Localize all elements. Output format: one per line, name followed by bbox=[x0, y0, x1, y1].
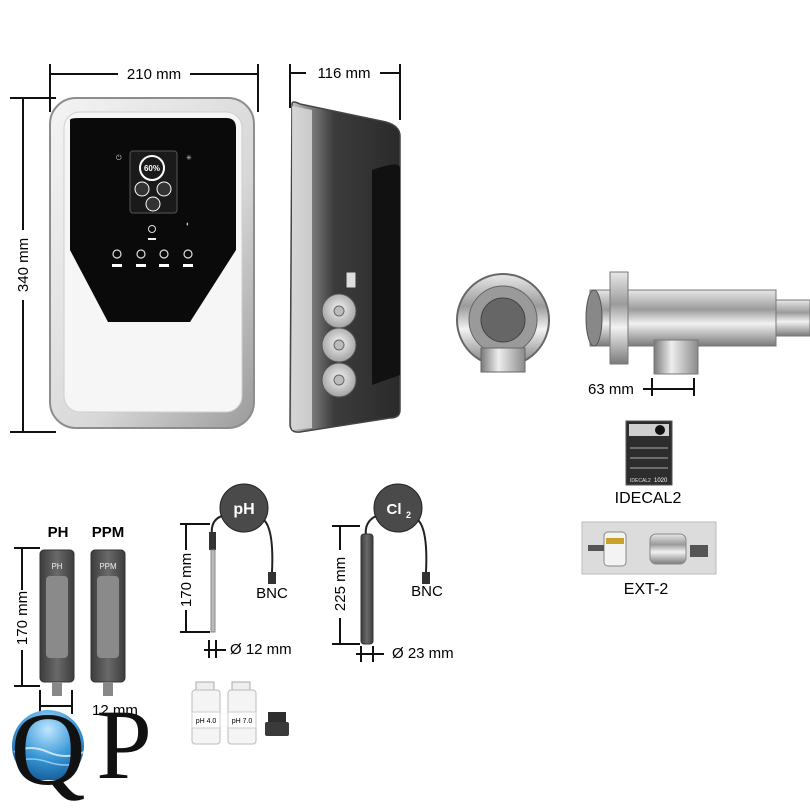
cl-bnc-label: BNC bbox=[411, 583, 443, 600]
front-width-label: 210 mm bbox=[127, 66, 181, 83]
side-recess bbox=[372, 164, 400, 385]
ph-bnc-label: BNC bbox=[256, 585, 288, 602]
ph-badge bbox=[219, 483, 269, 533]
ph-bnc-connector bbox=[268, 572, 276, 584]
electrolysis-cell: 63 mm bbox=[456, 271, 810, 398]
front-black-panel bbox=[70, 118, 236, 322]
cable-glands bbox=[321, 293, 357, 398]
ph-probe-length-label: 170 mm bbox=[178, 553, 195, 607]
logo-letter-q: Q bbox=[10, 692, 85, 807]
cl-probe-length-label: 225 mm bbox=[332, 557, 349, 611]
buffer-ph4-label: pH 4.0 bbox=[196, 718, 217, 725]
height-label: 340 mm bbox=[15, 238, 32, 292]
ph-holder-title: PH bbox=[48, 524, 69, 541]
ph-probe-cap bbox=[209, 532, 216, 550]
side-view: 116 mm bbox=[289, 64, 401, 433]
cl-bnc-connector bbox=[422, 572, 430, 584]
idecal2-screen-value: 1020 bbox=[654, 478, 668, 484]
ph-probe-diameter-label: Ø 12 mm bbox=[230, 641, 292, 658]
holder-width-label: 12 mm bbox=[92, 702, 138, 719]
ph-holder-tag: PH bbox=[51, 562, 62, 571]
buffer-ph7-label: pH 7.0 bbox=[232, 718, 253, 725]
front-button-row bbox=[112, 249, 193, 267]
power-icon: ⏻ bbox=[116, 154, 122, 162]
logo-letter-p: P bbox=[96, 689, 152, 800]
qp-logo: Q P bbox=[10, 689, 151, 807]
adapter-fitting bbox=[268, 712, 286, 722]
front-view: 210 mm 340 mm 60% ⏻ ✳ ◐ bbox=[10, 64, 259, 433]
display-percent: 60% bbox=[144, 164, 160, 173]
idecal2-accessory: IDECAL2 1020 IDECAL2 bbox=[615, 420, 682, 507]
idecal2-label: IDECAL2 bbox=[615, 490, 682, 507]
ph-probe-body bbox=[210, 549, 216, 633]
ext2-accessory: EXT-2 bbox=[581, 521, 717, 598]
mode-button[interactable] bbox=[136, 249, 146, 259]
center-button[interactable] bbox=[148, 225, 156, 233]
ph-probe: pH BNC 170 mm Ø 12 mm bbox=[178, 483, 292, 658]
cl-badge-text: Cl bbox=[387, 501, 402, 518]
eye-icon: ◐ bbox=[186, 221, 190, 228]
down-button[interactable] bbox=[183, 249, 193, 259]
ppm-holder-title: PPM bbox=[92, 524, 125, 541]
holder-height-label: 170 mm bbox=[14, 591, 31, 645]
cl-badge bbox=[373, 483, 423, 533]
menu-button[interactable] bbox=[112, 249, 122, 259]
cell-length-label: 63 mm bbox=[588, 381, 634, 398]
probe-holders: PH PPM PH PPM 170 mm 12 mm bbox=[14, 524, 138, 719]
cl-probe-body bbox=[360, 533, 374, 645]
cl-probe: Cl 2 BNC 225 mm Ø 23 mm bbox=[332, 483, 454, 662]
idecal2-screen-text: IDECAL2 bbox=[630, 478, 651, 484]
ppm-holder-tag: PPM bbox=[99, 562, 117, 571]
cl-badge-subscript: 2 bbox=[406, 510, 411, 520]
lcd-screen bbox=[129, 150, 178, 214]
side-depth-label: 116 mm bbox=[317, 65, 370, 82]
ph-badge-text: pH bbox=[233, 501, 254, 518]
up-button[interactable] bbox=[159, 249, 169, 259]
cl-probe-diameter-label: Ø 23 mm bbox=[392, 645, 454, 662]
settings-icon: ✳ bbox=[186, 154, 192, 162]
buffer-solutions: pH 4.0 pH 7.0 bbox=[191, 681, 289, 745]
ext2-label: EXT-2 bbox=[624, 581, 669, 598]
side-switch bbox=[345, 271, 357, 289]
